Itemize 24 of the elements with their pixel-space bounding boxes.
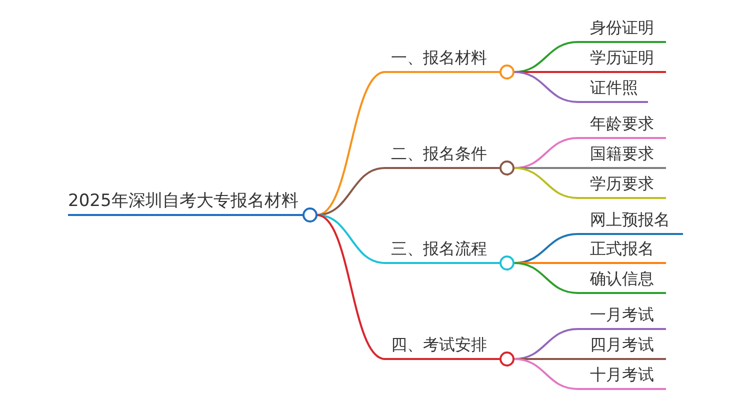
branch-connector [514,358,578,390]
leaf-topic: 学历证明 [578,47,666,73]
branch-topic: 四、考试安排 [385,334,500,360]
leaf-topic: 一月考试 [578,304,666,330]
branch-connector [316,214,386,360]
leaf-topic: 正式报名 [578,238,666,264]
branch-connector [316,71,386,216]
leaf-topic: 网上预报名 [578,209,683,235]
branch-connector [514,71,578,103]
leaf-topic: 四月考试 [578,334,666,360]
leaf-topic: 十月考试 [578,364,666,390]
leaf-topic: 年龄要求 [578,113,666,139]
branch-connector [316,214,386,264]
branch-connector [514,262,578,294]
root-topic: 2025年深圳自考大专报名材料 [68,190,303,216]
branch-topic: 一、报名材料 [385,47,500,73]
leaf-topic: 身份证明 [578,17,666,43]
branch-connector [514,167,578,199]
branch-topic: 三、报名流程 [385,238,500,264]
leaf-topic: 国籍要求 [578,143,666,169]
leaf-topic: 学历要求 [578,173,666,199]
leaf-topic: 证件照 [578,77,648,103]
branch-topic: 二、报名条件 [385,143,500,169]
leaf-topic: 确认信息 [578,268,666,294]
